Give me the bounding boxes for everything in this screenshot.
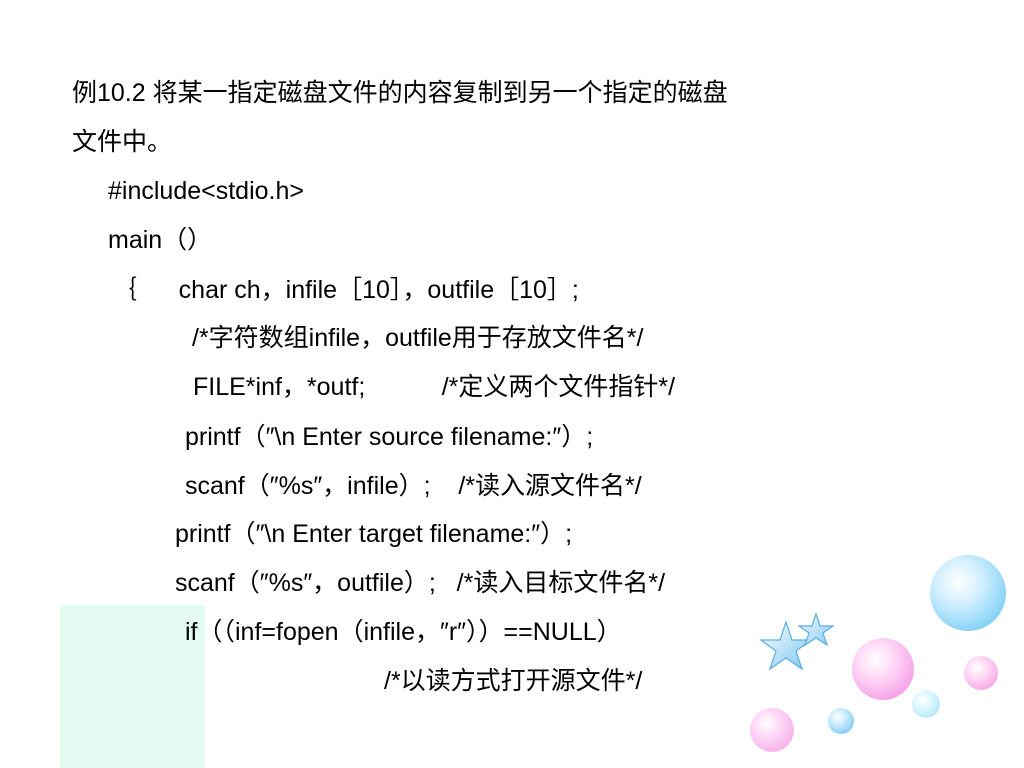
code-line-scanf-target: scanf（″%s″，outfile）; /*读入目标文件名*/: [175, 569, 666, 597]
text-line-1: 例10.2 将某一指定磁盘文件的内容复制到另一个指定的磁盘: [72, 79, 728, 107]
code-line-comment-array: /*字符数组infile，outfile用于存放文件名*/: [192, 324, 644, 352]
green-panel: [60, 605, 205, 768]
code-line-if-fopen: if（（inf=fopen（infile，″r″））==NULL）: [185, 618, 622, 646]
bubble-icon: [828, 708, 854, 734]
code-line-comment-open: /*以读方式打开源文件*/: [384, 667, 643, 695]
bubble-icon: [912, 690, 940, 718]
code-line-file-ptr: FILE*inf，*outf; /*定义两个文件指针*/: [193, 373, 676, 401]
star-icon: [759, 612, 835, 671]
bubble-icon: [964, 656, 998, 690]
code-line-main: main（）: [108, 226, 213, 254]
code-line-printf-source: printf（″\n Enter source filename:″）;: [185, 423, 594, 451]
bubble-icon: [930, 555, 1006, 631]
bubble-icon: [852, 638, 914, 700]
code-line-declare: ｛ char ch，infile［10］，outfile［10］;: [112, 276, 579, 304]
text-line-2: 文件中。: [72, 128, 173, 156]
bubble-icon: [750, 708, 794, 752]
code-line-include: #include<stdio.h>: [108, 177, 304, 205]
code-line-scanf-source: scanf（″%s″，infile）; /*读入源文件名*/: [185, 472, 642, 500]
code-line-printf-target: printf（″\n Enter target filename:″）;: [175, 520, 573, 548]
